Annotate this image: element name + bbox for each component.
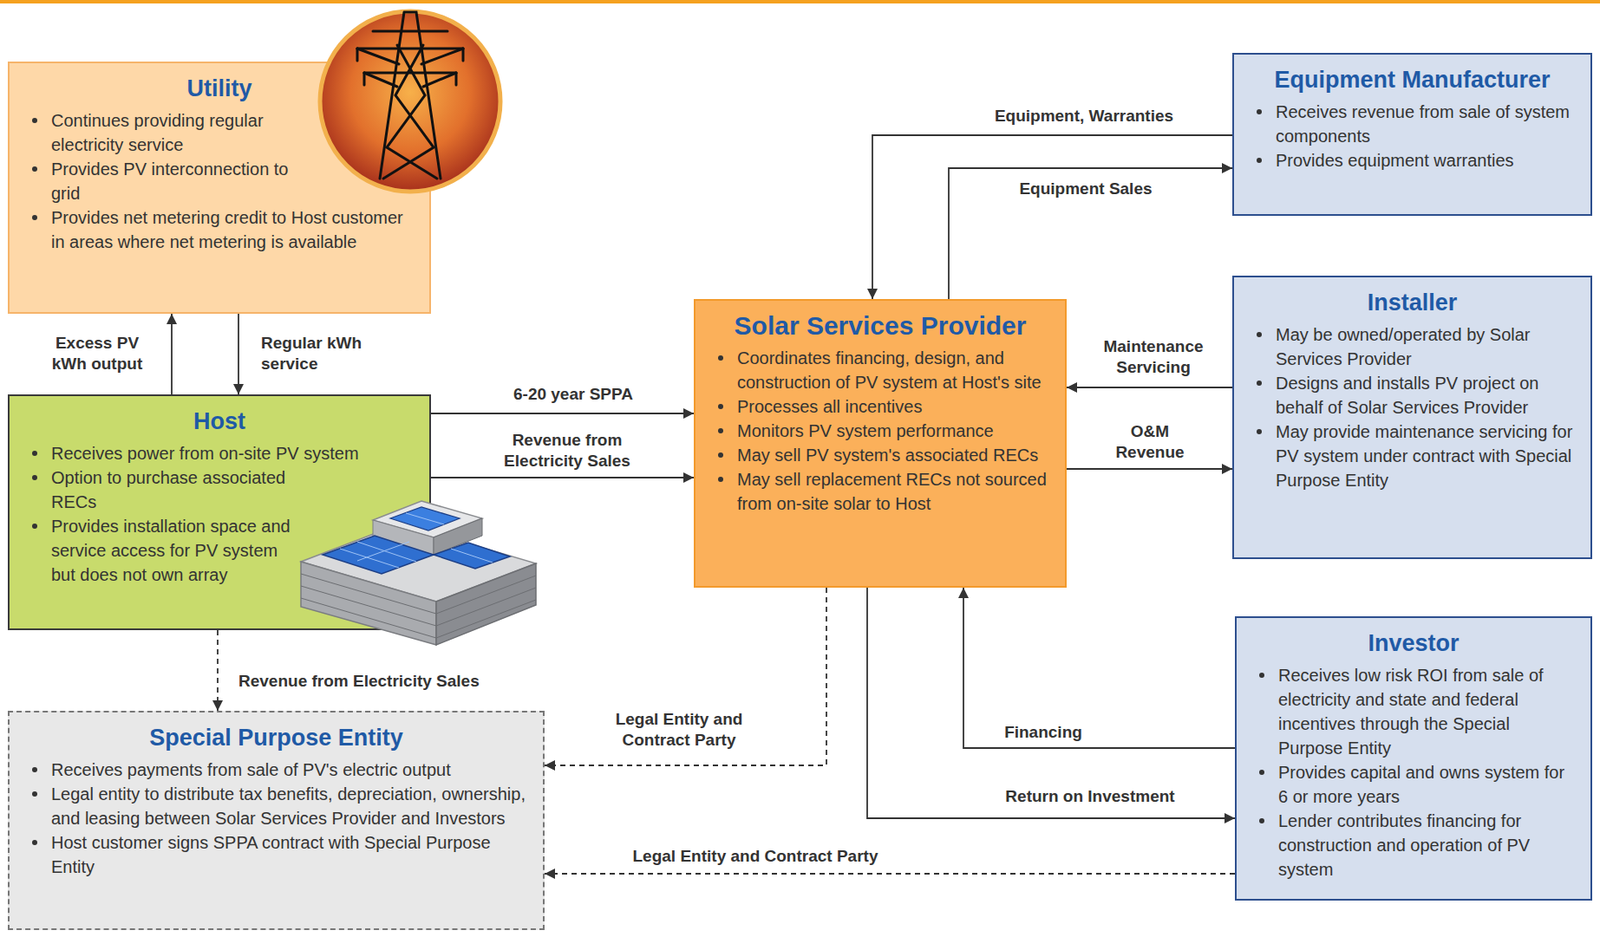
arrow-label: 6-20 year SPPA bbox=[511, 384, 635, 405]
arrow-label: Equipment, Warranties bbox=[992, 105, 1176, 127]
bullet-text: Receives low risk ROI from sale of elect… bbox=[1252, 663, 1556, 761]
building-illustration bbox=[300, 501, 536, 646]
bullet-text: Provides capital and owns system for 6 o… bbox=[1252, 760, 1579, 810]
bullet-text: May be owned/operated by Solar Services … bbox=[1249, 322, 1579, 372]
bullet-text: Receives revenue from sale of system com… bbox=[1249, 99, 1579, 149]
info-box: InvestorReceives low risk ROI from sale … bbox=[1234, 616, 1593, 902]
arrow-label: Financing bbox=[1002, 722, 1085, 744]
bullet-text: Legal entity to distribute tax benefits,… bbox=[25, 782, 531, 831]
arrow-label: O&M Revenue bbox=[1104, 421, 1196, 464]
flow-arrow bbox=[237, 313, 240, 395]
bullet-text: May sell PV system's associated RECs bbox=[711, 443, 1053, 468]
flow-arrow bbox=[170, 313, 173, 395]
arrow-label: Legal Entity and Contract Party bbox=[601, 709, 758, 752]
info-box: Equipment ManufacturerReceives revenue f… bbox=[1232, 52, 1593, 216]
box-heading: Installer bbox=[1246, 287, 1579, 318]
bullet-text: Provides equipment warranties bbox=[1249, 148, 1579, 173]
arrow-label: Return on Investment bbox=[1003, 786, 1176, 808]
arrow-label: Equipment Sales bbox=[1017, 178, 1154, 200]
arrow-label: Maintenance Servicing bbox=[1086, 336, 1221, 379]
bullet-text: Designs and installs PV project on behal… bbox=[1249, 371, 1579, 420]
bullet-text: Provides PV interconnection to grid bbox=[25, 156, 305, 206]
bullet-text: Host customer signs SPPA contract with S… bbox=[25, 830, 531, 880]
box-heading: Host bbox=[21, 406, 418, 437]
bullet-text: Monitors PV system performance bbox=[711, 418, 1053, 444]
flow-arrow bbox=[872, 135, 1233, 300]
flow-arrow bbox=[867, 587, 1235, 819]
top-bar bbox=[0, 0, 1600, 4]
box-heading: Special Purpose Entity bbox=[21, 723, 531, 753]
flow-arrow bbox=[544, 873, 1235, 876]
info-box: UtilityContinues providing regular elect… bbox=[7, 61, 432, 314]
arrow-label: Regular kWh service bbox=[259, 333, 385, 375]
arrow-label: Revenue from Electricity Sales bbox=[487, 430, 647, 472]
info-box: Special Purpose EntityReceives payments … bbox=[7, 711, 545, 931]
arrow-label: Excess PV kWh output bbox=[39, 333, 156, 375]
bullet-text: Continues providing regular electricity … bbox=[25, 108, 305, 157]
info-box: Solar Services ProviderCoordinates finan… bbox=[693, 299, 1067, 588]
flow-arrow bbox=[431, 412, 694, 415]
bullet-text: Option to purchase associated RECs bbox=[25, 465, 312, 515]
box-heading: Equipment Manufacturer bbox=[1246, 65, 1579, 95]
pylon-icon bbox=[320, 11, 501, 192]
arrow-label: Revenue from Electricity Sales bbox=[236, 671, 482, 693]
box-heading: Utility bbox=[21, 73, 418, 104]
flow-arrow bbox=[963, 587, 1235, 749]
flow-arrow bbox=[216, 630, 219, 712]
flow-arrow bbox=[948, 168, 1233, 300]
info-box: InstallerMay be owned/operated by Solar … bbox=[1232, 275, 1593, 560]
flow-arrow bbox=[1066, 468, 1233, 471]
bullet-text: Receives payments from sale of PV's elec… bbox=[25, 757, 531, 783]
box-heading: Investor bbox=[1248, 628, 1579, 659]
bullet-text: Provides installation space and service … bbox=[25, 514, 294, 588]
bullet-text: Receives power from on-site PV system bbox=[25, 441, 418, 466]
flow-arrow bbox=[1066, 386, 1233, 389]
bullet-text: Provides net metering credit to Host cus… bbox=[25, 205, 418, 255]
bullet-text: Lender contributes financing for constru… bbox=[1252, 809, 1579, 882]
flow-arrow bbox=[431, 476, 694, 479]
info-box: HostReceives power from on-site PV syste… bbox=[7, 394, 432, 631]
bullet-text: May provide maintenance servicing for PV… bbox=[1249, 419, 1579, 493]
box-heading: Solar Services Provider bbox=[707, 311, 1053, 341]
bullet-text: May sell replacement RECs not sourced fr… bbox=[711, 467, 1053, 516]
bullet-text: Coordinates financing, design, and const… bbox=[711, 346, 1053, 395]
bullet-text: Processes all incentives bbox=[711, 394, 1053, 419]
arrow-label: Legal Entity and Contract Party bbox=[631, 846, 881, 868]
flow-arrow bbox=[544, 587, 827, 766]
